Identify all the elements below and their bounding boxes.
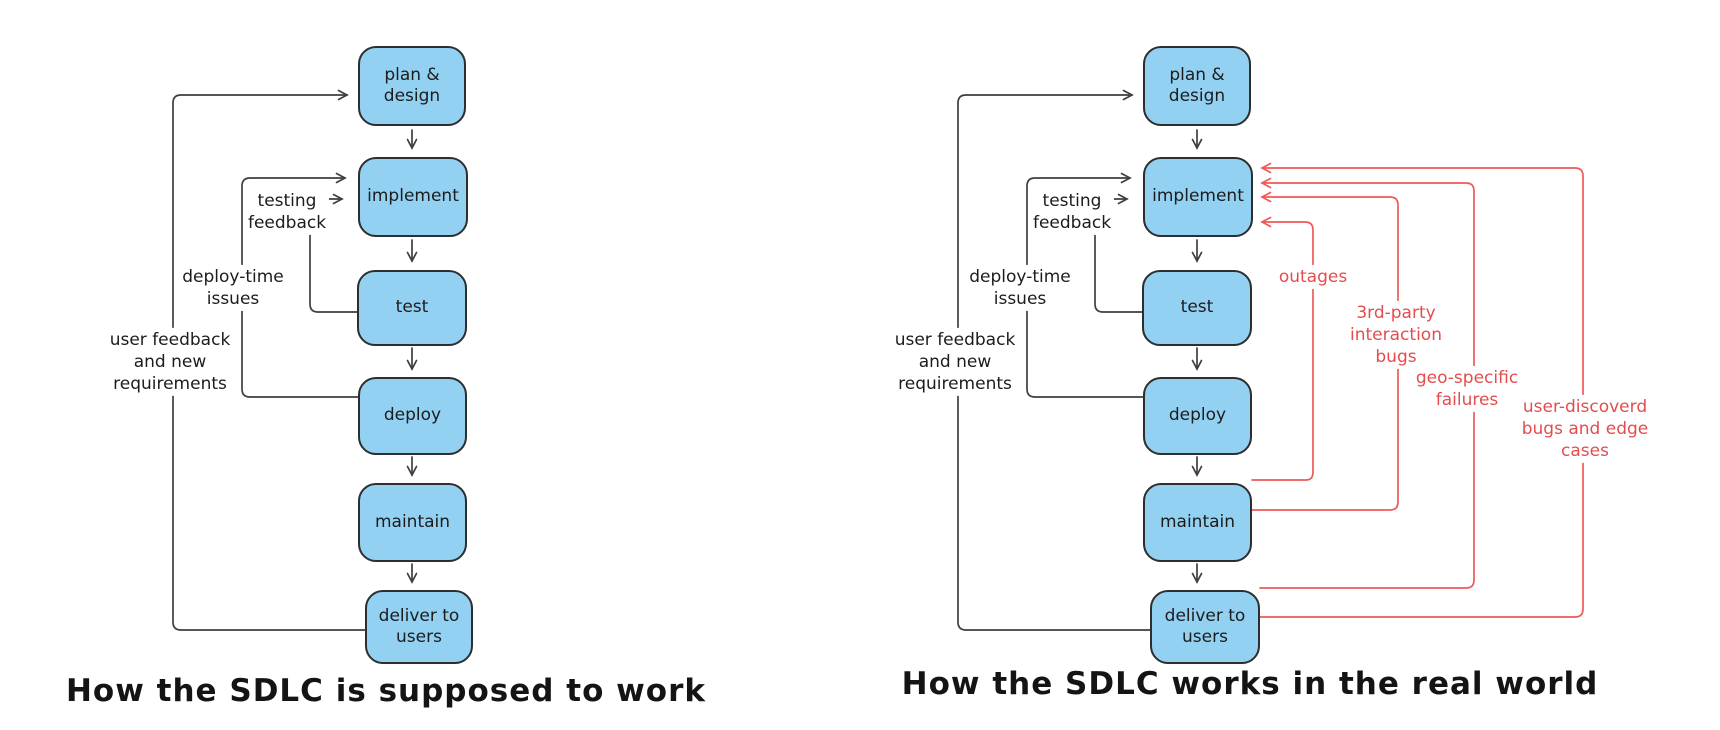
label-deploy-time-left: deploy-time issues	[179, 264, 287, 312]
label-deploy-time-right: deploy-time issues	[966, 264, 1074, 312]
node-plan-design-left: plan & design	[358, 46, 466, 126]
node-label: test	[395, 297, 429, 318]
node-label: maintain	[1159, 511, 1236, 532]
label-third-party-bugs: 3rd-party interaction bugs	[1347, 300, 1445, 370]
node-label: maintain	[374, 511, 451, 532]
node-deliver-right: deliver to users	[1150, 590, 1260, 664]
left-diagram-title: How the SDLC is supposed to work	[65, 673, 707, 709]
node-label: deliver to users	[1164, 605, 1246, 647]
edge-outages	[1251, 216, 1314, 481]
node-maintain-left: maintain	[358, 483, 467, 562]
node-label: test	[1180, 297, 1214, 318]
label-user-discovered-bugs: user-discoverd bugs and edge cases	[1517, 394, 1653, 464]
node-label: deliver to users	[378, 605, 460, 647]
label-testing-feedback-right: testing feedback	[1029, 188, 1115, 236]
node-deliver-left: deliver to users	[365, 590, 473, 664]
node-plan-design-right: plan & design	[1143, 46, 1251, 126]
node-label: plan & design	[1168, 64, 1226, 106]
node-label: deploy	[383, 405, 442, 426]
node-label: plan & design	[383, 64, 441, 106]
node-maintain-right: maintain	[1143, 483, 1252, 562]
node-label: deploy	[1168, 405, 1227, 426]
label-outages: outages	[1275, 264, 1351, 290]
node-deploy-right: deploy	[1143, 377, 1252, 455]
node-label: implement	[1152, 186, 1244, 207]
node-label: implement	[367, 186, 459, 207]
label-user-feedback-right: user feedback and new requirements	[891, 327, 1019, 397]
label-user-feedback-left: user feedback and new requirements	[106, 327, 234, 397]
node-implement-right: implement	[1143, 157, 1253, 237]
edge-user-discovered-bugs	[1259, 162, 1584, 618]
node-test-left: test	[357, 270, 467, 346]
label-testing-feedback-left: testing feedback	[244, 188, 330, 236]
right-diagram-title: How the SDLC works in the real world	[901, 666, 1599, 702]
node-deploy-left: deploy	[358, 377, 467, 455]
node-implement-left: implement	[358, 157, 468, 237]
node-test-right: test	[1142, 270, 1252, 346]
label-geo-specific-failures: geo-specific failures	[1412, 365, 1522, 413]
